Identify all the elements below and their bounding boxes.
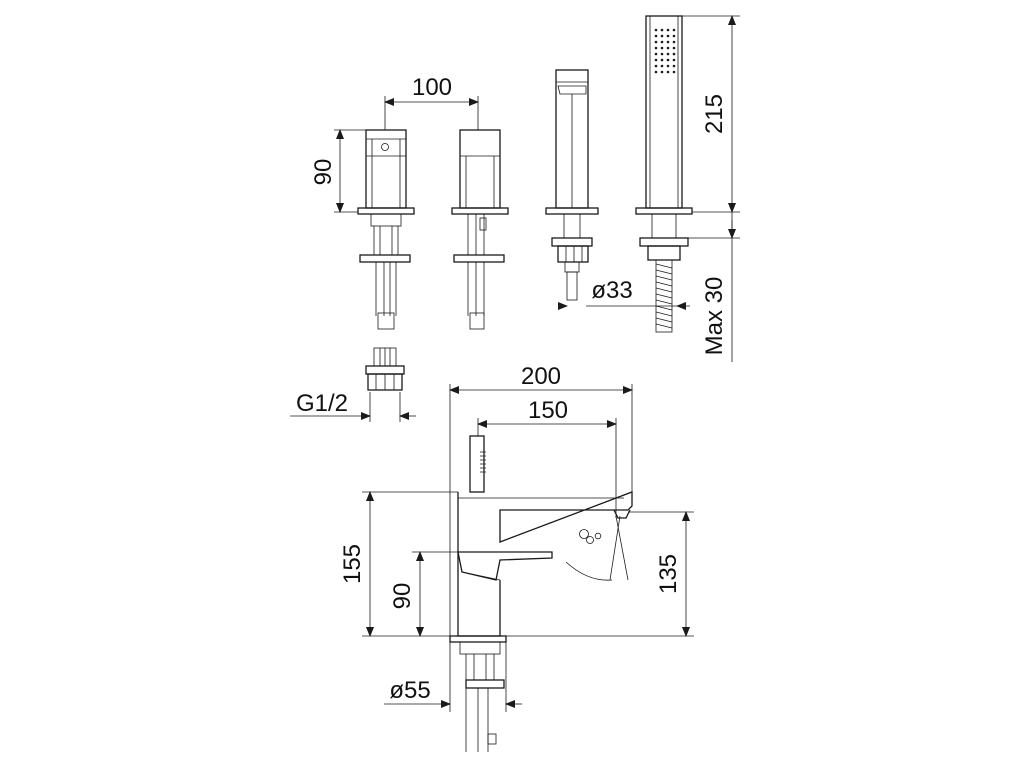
dimension-mixer-height: 155 [339,491,458,637]
dimension-lever-height: 90 [389,551,458,637]
dim-label-135: 135 [655,554,682,594]
dimension-outlet-height: 135 [506,511,694,637]
dimension-valve-height: 90 [310,129,366,213]
dim-label-155: 155 [339,544,366,584]
valve-right [451,129,509,330]
dim-label-215: 215 [701,94,728,134]
dim-label-100: 100 [412,74,452,101]
dimension-handshower-length: 215 [682,15,740,213]
connector-g12 [365,347,405,391]
dim-label-200: 200 [521,363,561,390]
dimension-mixer-base-diameter: ø55 [384,642,522,712]
dimension-max-deck: Max 30 [688,212,740,362]
dimension-thread: G1/2 [290,390,416,422]
dim-label-90-side: 90 [389,583,416,610]
dim-label-g12: G1/2 [296,390,348,417]
hand-shower [635,15,693,333]
dimension-mixer-depth: 200 [449,363,633,636]
dim-label-o55: ø55 [389,677,430,704]
shower-hose [655,259,673,333]
dim-label-o33: ø33 [591,277,632,304]
mixer-side-view [449,435,633,752]
dimension-spout-diameter: ø33 [558,277,690,310]
dim-label-90-top: 90 [310,159,337,186]
dimension-handle-spacing: 100 [384,74,479,130]
dim-label-150: 150 [528,397,568,424]
valve-left [357,129,415,330]
shower-nozzles [654,28,676,74]
diverter-column [545,69,599,301]
dimension-spout-reach: 150 [477,397,617,518]
dim-label-max30: Max 30 [701,277,728,356]
